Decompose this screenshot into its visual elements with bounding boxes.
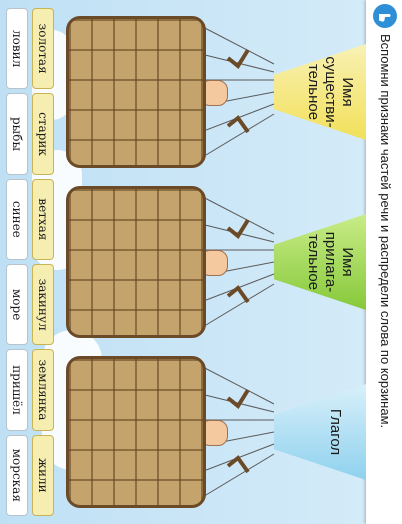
word-tile[interactable]: золотая [32, 8, 54, 90]
basket-label-line: прилага- [322, 231, 339, 293]
balloon-ropes [200, 365, 275, 499]
wicker-basket[interactable] [66, 16, 206, 168]
basket-label-line: тельное [305, 233, 322, 291]
basket-label: Глагол [327, 378, 344, 486]
instruction-bar: Вспомни признаки частей речи и распредел… [366, 0, 402, 524]
word-tile[interactable]: синее [6, 178, 28, 260]
word-tile[interactable]: море [6, 263, 28, 346]
wicker-basket[interactable] [66, 186, 206, 338]
word-tile[interactable]: закинул [32, 263, 54, 346]
wicker-basket[interactable] [66, 356, 206, 508]
basket-adjective[interactable]: Имя прилага- тельное [46, 176, 366, 348]
basket-label-line: существи- [322, 56, 339, 128]
basket-label-line: Глагол [327, 408, 344, 456]
balloon-ropes [200, 25, 275, 159]
basket-label: Имя прилага- тельное [305, 208, 356, 316]
basket-label-line: тельное [305, 63, 322, 121]
word-tile[interactable]: рыбы [6, 93, 28, 175]
word-row-top: золотая старик ветхая закинул землянка ж… [32, 8, 54, 516]
basket-label-line: Имя [339, 77, 356, 107]
word-row-bottom: ловил рыбы синее море пришёл морская [6, 8, 28, 516]
instruction-text: Вспомни признаки частей речи и распредел… [378, 34, 393, 429]
basket-noun[interactable]: Имя существи- тельное [46, 6, 366, 178]
basket-label: Имя существи- тельное [305, 38, 356, 146]
word-tile[interactable]: морская [6, 434, 28, 516]
balloon-ropes [200, 195, 275, 329]
word-tile[interactable]: старик [32, 93, 54, 175]
word-tile[interactable]: пришёл [6, 349, 28, 431]
basket-label-line: Имя [339, 247, 356, 277]
word-tile[interactable]: ловил [6, 8, 28, 90]
word-tile[interactable]: жили [32, 434, 54, 516]
word-tile[interactable]: землянка [32, 349, 54, 431]
word-tile[interactable]: ветхая [32, 178, 54, 260]
hand-pointer-icon [373, 4, 397, 28]
basket-verb[interactable]: Глагол [46, 346, 366, 518]
